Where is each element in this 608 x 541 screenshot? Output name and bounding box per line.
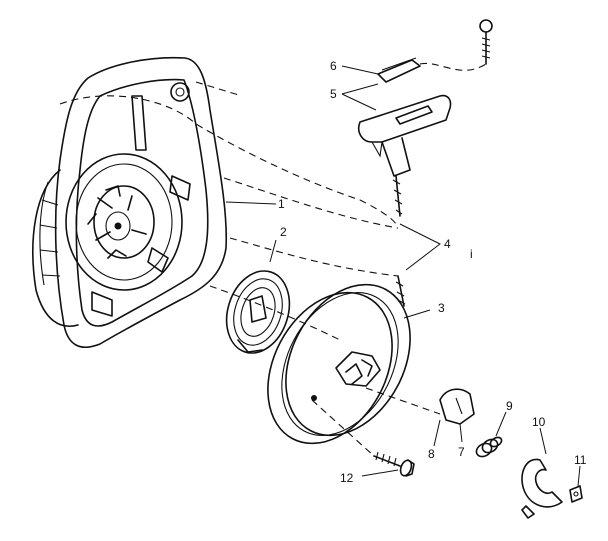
callout-1: 1 — [278, 197, 285, 211]
callout-i: i — [470, 247, 473, 261]
callout-6: 6 — [330, 59, 337, 73]
top-screw — [479, 19, 493, 65]
center-screw — [373, 451, 415, 477]
callout-5: 5 — [330, 87, 337, 101]
starter-housing — [32, 56, 228, 349]
starter-handle — [357, 94, 452, 177]
callout-3: 3 — [438, 301, 445, 315]
handle-insert — [377, 57, 421, 83]
retainer-clip — [521, 458, 563, 519]
callout-12: 12 — [340, 471, 354, 485]
assembly-lines — [59, 62, 487, 457]
callout-2: 2 — [280, 225, 287, 239]
callout-labels: 1 2 3 4 5 6 7 8 9 10 11 12 i — [278, 59, 587, 485]
callout-8: 8 — [428, 447, 435, 461]
recoil-spring — [225, 270, 291, 354]
leader-lines — [225, 65, 581, 487]
callout-10: 10 — [532, 415, 546, 429]
washer — [569, 485, 583, 503]
starter-rope — [392, 175, 406, 307]
pawl — [439, 388, 475, 425]
callout-7: 7 — [458, 445, 465, 459]
callout-11: 11 — [574, 453, 587, 467]
callout-4: 4 — [444, 237, 451, 251]
pawl-spring — [475, 436, 503, 458]
callout-9: 9 — [506, 399, 513, 413]
pulley — [267, 283, 411, 445]
